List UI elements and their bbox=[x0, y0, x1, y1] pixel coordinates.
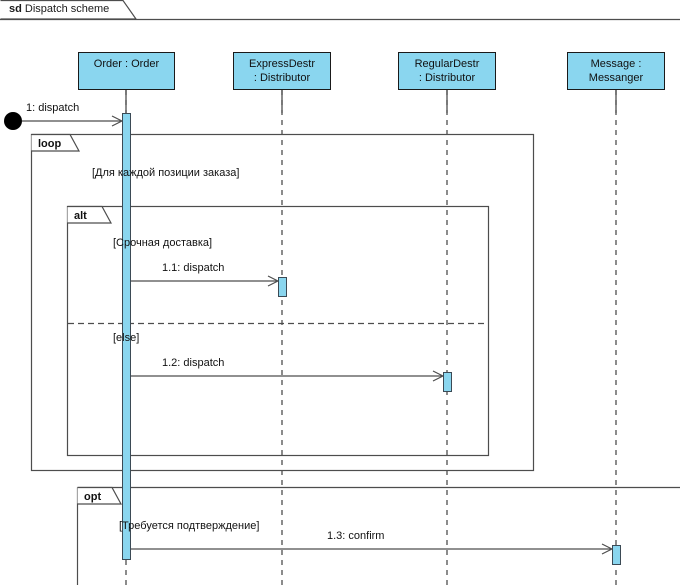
diagram-title: sd Dispatch scheme bbox=[9, 3, 109, 16]
activation-bar-regular-destr[interactable] bbox=[443, 372, 452, 392]
message-label-1-1: 1.1: dispatch bbox=[162, 262, 225, 274]
lifeline-head-order-line1: Order : Order bbox=[93, 58, 160, 70]
diagram-title-text: Dispatch scheme bbox=[24, 3, 110, 15]
fragment-alt-outline bbox=[66, 205, 490, 457]
activation-bar-order[interactable] bbox=[122, 113, 131, 560]
message-label-1-2: 1.2: dispatch bbox=[162, 357, 225, 369]
activation-bar-messenger[interactable] bbox=[612, 545, 621, 565]
message-arrows bbox=[22, 121, 611, 549]
lifeline-head-messenger-line1: Message : bbox=[590, 58, 642, 70]
fragment-operator-opt[interactable]: opt bbox=[84, 491, 102, 503]
fragment-operator-loop[interactable]: loop bbox=[38, 138, 62, 150]
diagram-kind-keyword: sd bbox=[9, 3, 22, 15]
lifeline-head-express-destr-line1: ExpressDestr bbox=[248, 58, 316, 70]
lifeline-head-express-destr[interactable]: ExpressDestr : Distributor bbox=[233, 52, 331, 90]
lifeline-head-messenger[interactable]: Message : Messanger bbox=[567, 52, 665, 90]
lifeline-head-order[interactable]: Order : Order bbox=[78, 52, 175, 90]
message-label-1: 1: dispatch bbox=[26, 102, 80, 114]
lifeline-head-regular-destr[interactable]: RegularDestr : Distributor bbox=[398, 52, 496, 90]
fragment-loop-outline bbox=[30, 133, 535, 472]
guard-loop: [Для каждой позиции заказа] bbox=[92, 167, 240, 179]
initial-node-icon bbox=[4, 112, 22, 130]
lifeline-head-regular-destr-line1: RegularDestr bbox=[414, 58, 480, 70]
message-label-1-3: 1.3: confirm bbox=[327, 530, 385, 542]
head-stub-lines bbox=[125, 90, 617, 113]
lifeline-head-messenger-line2: Messanger bbox=[588, 72, 644, 84]
guard-opt: [Требуется подтверждение] bbox=[119, 520, 260, 532]
activation-bar-express-destr[interactable] bbox=[278, 277, 287, 297]
diagram-frame-tab bbox=[0, 0, 680, 21]
guard-alt-branch-1: [Срочная доставка] bbox=[113, 237, 213, 249]
fragment-opt-outline bbox=[76, 486, 680, 585]
guard-alt-branch-2: [else] bbox=[113, 332, 140, 344]
lifelines-dashes bbox=[125, 90, 617, 585]
lifeline-head-express-destr-line2: : Distributor bbox=[253, 72, 311, 84]
fragment-operator-alt[interactable]: alt bbox=[74, 210, 87, 222]
lifeline-head-regular-destr-line2: : Distributor bbox=[418, 72, 476, 84]
